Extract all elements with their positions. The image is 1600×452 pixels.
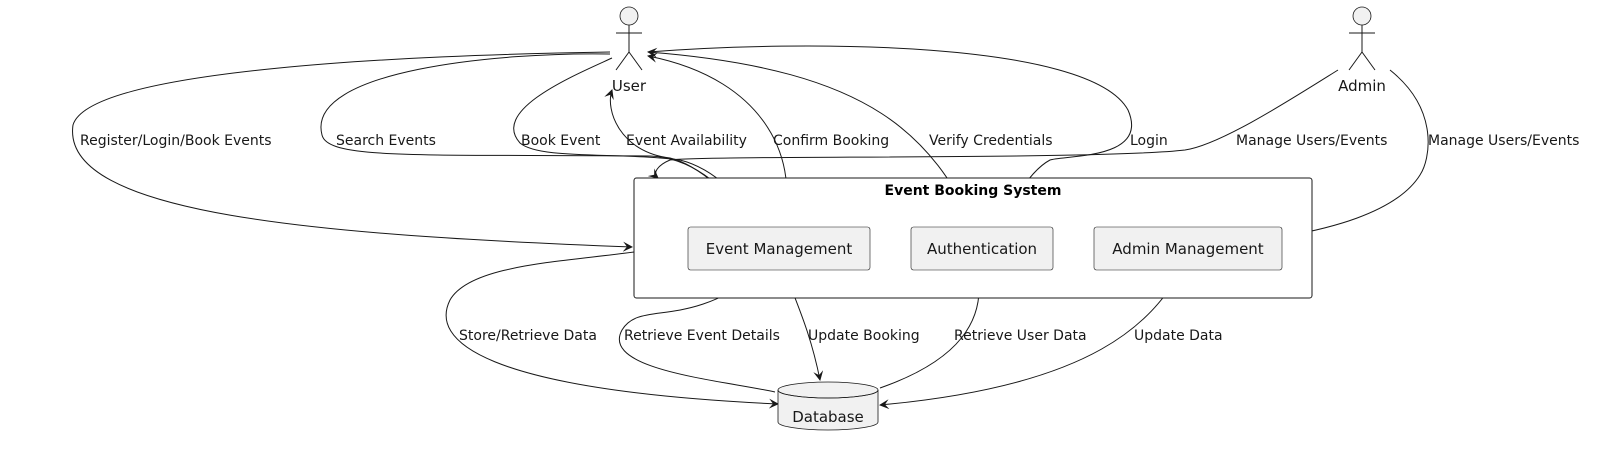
edge-label-event-availability: Event Availability (626, 133, 747, 149)
component-label: Event Management (706, 240, 853, 258)
component-label: Authentication (927, 240, 1037, 258)
stick-figure-icon (615, 6, 643, 71)
edge-login (647, 45, 1132, 228)
edge-label-register-login-book: Register/Login/Book Events (80, 133, 272, 149)
edge-register-login-book (72, 51, 633, 252)
component-event-management[interactable]: Event Management (687, 226, 871, 271)
actor-admin[interactable]: Admin (1338, 6, 1386, 95)
actor-label: Admin (1338, 77, 1386, 95)
edge-manage-users-events-2 (1286, 69, 1429, 240)
actor-user[interactable]: User (612, 6, 647, 95)
database-label: Database (792, 408, 864, 426)
component-authentication[interactable]: Authentication (910, 226, 1054, 271)
edge-label-search-events: Search Events (336, 133, 436, 149)
stick-figure-icon (1348, 6, 1376, 71)
edge-manage-users-events-1 (647, 69, 1339, 179)
component-admin-management[interactable]: Admin Management (1093, 226, 1283, 271)
edge-retrieve-event-details (618, 273, 776, 393)
edge-label-store-retrieve: Store/Retrieve Data (459, 328, 597, 344)
edge-label-retrieve-event-details: Retrieve Event Details (624, 328, 780, 344)
actor-label: User (612, 77, 647, 95)
system-title: Event Booking System (885, 183, 1062, 199)
database-node[interactable]: Database (777, 381, 879, 431)
edge-label-retrieve-user-data: Retrieve User Data (954, 328, 1087, 344)
edge-label-update-booking: Update Booking (808, 328, 920, 344)
edge-label-manage-users-events-1: Manage Users/Events (1236, 133, 1387, 149)
edge-label-confirm-booking: Confirm Booking (773, 133, 889, 149)
edge-store-retrieve (445, 251, 779, 409)
edge-label-update-data: Update Data (1134, 328, 1223, 344)
component-label: Admin Management (1112, 240, 1264, 258)
edge-label-login: Login (1130, 133, 1168, 149)
edge-labels: Register/Login/Book Events Search Events… (80, 133, 1579, 344)
edge-label-book-event: Book Event (521, 133, 601, 149)
edge-label-verify-credentials: Verify Credentials (929, 133, 1053, 149)
edge-label-manage-users-events-2: Manage Users/Events (1428, 133, 1579, 149)
